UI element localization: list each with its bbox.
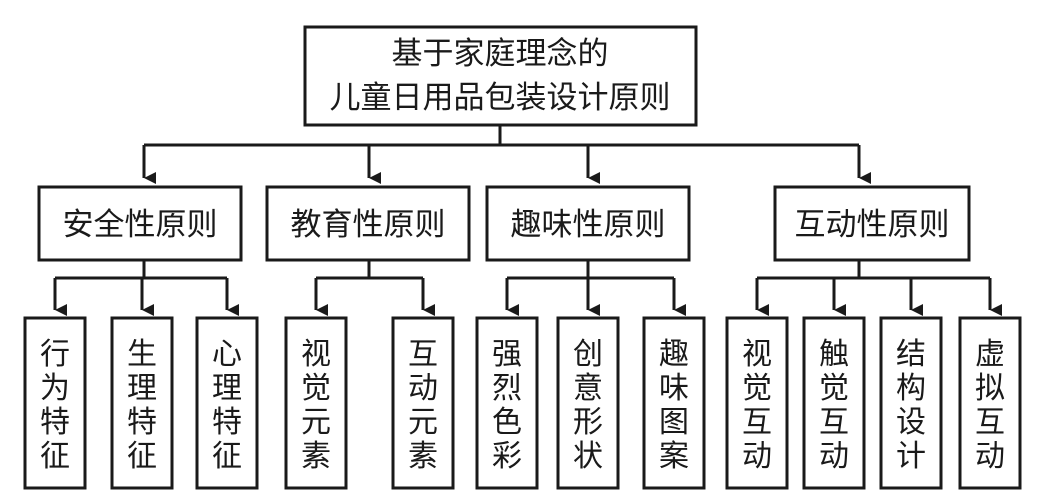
leaf-label: 生理特征 (127, 337, 157, 474)
leaf-box (802, 316, 866, 490)
root-title-line2: 儿童日用品包装设计原则 (330, 80, 671, 116)
leaf-label: 结构设计 (896, 337, 926, 474)
leaf-node: 互动元素 (391, 316, 455, 490)
leaf-box (958, 316, 1022, 490)
leaf-box (195, 316, 259, 490)
leaf-node: 触觉互动 (802, 316, 866, 490)
leaf-box (879, 316, 943, 490)
category-label: 安全性原则 (63, 207, 218, 243)
root-title-line1: 基于家庭理念的 (392, 36, 609, 72)
leaf-node: 行为特征 (23, 316, 87, 490)
leaf-box (725, 316, 789, 490)
category-node-interaction: 互动性原则 (773, 185, 971, 262)
leaf-label: 视觉互动 (742, 337, 772, 474)
leaf-box (284, 316, 348, 490)
leaf-box (110, 316, 174, 490)
category-label: 教育性原则 (291, 207, 446, 243)
leaf-label: 虚拟互动 (975, 337, 1005, 474)
leaf-node: 生理特征 (110, 316, 174, 490)
leaf-node: 结构设计 (879, 316, 943, 490)
leaf-box (391, 316, 455, 490)
leaf-node: 心理特征 (195, 316, 259, 490)
leaf-label: 行为特征 (40, 337, 70, 474)
leaf-node: 视觉元素 (284, 316, 348, 490)
leaf-node: 创意形状 (556, 316, 620, 490)
leaf-label: 强烈色彩 (492, 337, 522, 474)
leaf-label: 心理特征 (212, 337, 242, 474)
leaf-node: 趣味图案 (642, 316, 706, 490)
leaf-label: 趣味图案 (659, 337, 689, 474)
leaf-box (556, 316, 620, 490)
leaf-label: 触觉互动 (819, 337, 849, 474)
connectors (53, 125, 1002, 316)
leaf-box (475, 316, 539, 490)
category-node-education: 教育性原则 (265, 185, 471, 262)
leaf-nodes: 行为特征 生理特征 心理特征 视觉元素 互动元素 强烈色彩 创意形状 趣味图案 视觉互动 触觉互动… (23, 316, 1022, 490)
leaf-label: 视觉元素 (301, 337, 331, 474)
leaf-label: 互动元素 (408, 337, 438, 474)
leaf-node: 视觉互动 (725, 316, 789, 490)
leaf-box (642, 316, 706, 490)
leaf-box (23, 316, 87, 490)
category-label: 趣味性原则 (511, 207, 666, 243)
leaf-label: 创意形状 (573, 337, 603, 474)
category-node-fun: 趣味性原则 (485, 185, 691, 262)
category-node-safety: 安全性原则 (37, 185, 243, 262)
category-label: 互动性原则 (795, 207, 950, 243)
root-node: 基于家庭理念的 儿童日用品包装设计原则 (303, 25, 698, 127)
leaf-node: 虚拟互动 (958, 316, 1022, 490)
leaf-node: 强烈色彩 (475, 316, 539, 490)
